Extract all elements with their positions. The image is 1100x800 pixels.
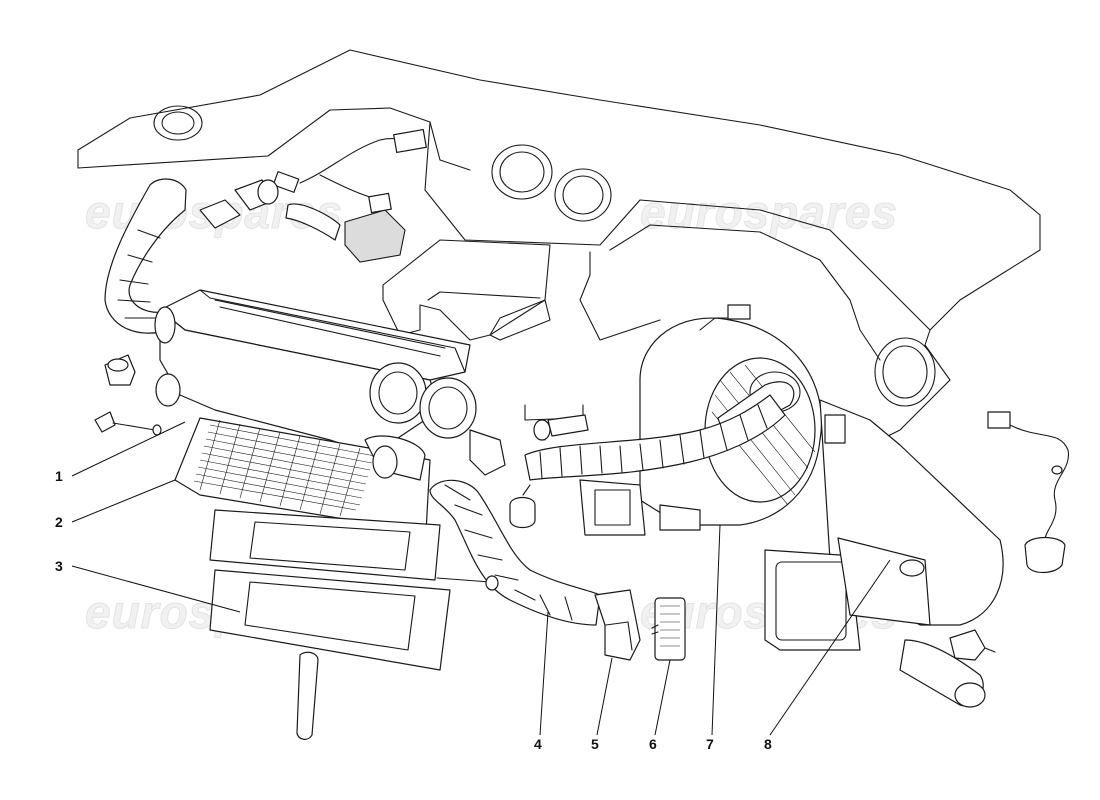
heater-housing [154,289,506,476]
callout-2: 2 [55,514,63,530]
watermark-top-right: eurospares [640,186,898,238]
callout-4: 4 [534,736,542,752]
callout-5: 5 [591,736,599,752]
blower-duct-hose [524,394,786,481]
heater-frame-plates [209,509,451,740]
callout-leaders [71,421,891,736]
blower-unit [579,304,822,536]
right-duct-assembly [764,399,1004,708]
outlet-nozzle [594,589,641,661]
wiring-harness-top [199,128,427,263]
callout-3: 3 [55,558,63,574]
callout-7: 7 [706,736,714,752]
callout-1: 1 [55,468,63,484]
callout-6: 6 [649,736,657,752]
callout-labels: 1 2 3 4 5 6 7 8 [55,468,772,752]
left-duct-hose [104,178,187,334]
vent-grille [651,597,686,661]
callout-8: 8 [764,736,772,752]
small-parts [94,354,1069,661]
lower-duct-hose [429,479,601,626]
